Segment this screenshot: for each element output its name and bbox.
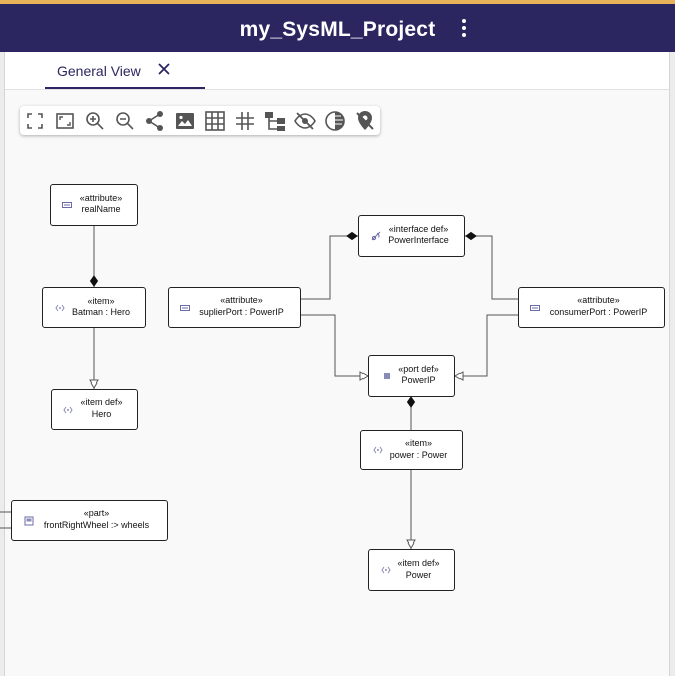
unpin-icon[interactable] (353, 109, 377, 133)
node-name: Hero (91, 409, 112, 419)
export-image-icon[interactable] (173, 109, 197, 133)
node-name: Power (405, 570, 432, 580)
node-stereotype: «attribute» (577, 295, 620, 305)
part-icon (24, 516, 34, 525)
zoom-out-icon[interactable] (113, 109, 137, 133)
grid-icon[interactable] (203, 109, 227, 133)
edge-suplierport-powerip (301, 314, 369, 377)
left-panel-edge[interactable] (0, 52, 5, 676)
node-name: realName (81, 204, 121, 214)
edge-wheel-offscreen (0, 511, 12, 529)
tab-general-view[interactable]: General View (45, 52, 205, 89)
node-stereotype: «interface def» (388, 224, 449, 234)
edge-consumerport-interface (465, 235, 518, 300)
app-header: my_SysML_Project (0, 0, 675, 52)
arrange-layout-icon[interactable] (263, 109, 287, 133)
node-powerip[interactable]: «port def» PowerIP (368, 355, 455, 397)
node-stereotype: «attribute» (220, 295, 263, 305)
fit-to-screen-icon[interactable] (23, 109, 47, 133)
share-icon[interactable] (143, 109, 167, 133)
node-stereotype: «item» (404, 438, 432, 448)
edge-consumerport-powerip (454, 314, 518, 377)
node-name: PowerIP (401, 375, 436, 385)
node-frontrightwheel[interactable]: «part» frontRightWheel :> wheels (11, 500, 168, 541)
node-stereotype: «port def» (398, 364, 439, 374)
contrast-icon[interactable] (323, 109, 347, 133)
zoom-in-icon[interactable] (83, 109, 107, 133)
node-stereotype: «item def» (397, 558, 440, 568)
node-stereotype: «item» (87, 296, 115, 306)
node-stereotype: «attribute» (79, 193, 123, 203)
node-power-item[interactable]: «item» power : Power (360, 430, 463, 470)
node-stereotype: «item def» (80, 397, 123, 407)
node-power-def[interactable]: «item def» Power (368, 549, 455, 591)
attribute-icon (62, 202, 72, 208)
node-batman[interactable]: «item» Batman : Hero (42, 287, 146, 328)
fit-selection-icon[interactable] (53, 109, 77, 133)
node-consumerport[interactable]: «attribute» consumerPort : PowerIP (518, 287, 665, 328)
tab-bar: General View (5, 52, 669, 90)
snap-grid-icon[interactable] (233, 109, 257, 133)
node-name: PowerInterface (388, 235, 449, 245)
item-icon (373, 446, 383, 454)
item-def-icon (63, 406, 73, 413)
attribute-icon (530, 304, 540, 311)
attribute-icon (180, 304, 190, 311)
node-powerinterface[interactable]: «interface def» PowerInterface (358, 215, 465, 257)
item-icon (55, 304, 65, 311)
more-options-icon[interactable] (456, 18, 472, 40)
node-name: consumerPort : PowerIP (549, 307, 648, 317)
close-icon[interactable] (155, 60, 173, 78)
node-name: Batman : Hero (71, 307, 131, 317)
interface-def-icon (371, 231, 381, 241)
node-hero[interactable]: «item def» Hero (51, 389, 138, 430)
node-name: suplierPort : PowerIP (199, 307, 284, 317)
hide-icon[interactable] (293, 109, 317, 133)
app-title: my_SysML_Project (239, 18, 436, 41)
node-suplierport[interactable]: «attribute» suplierPort : PowerIP (168, 287, 301, 328)
node-name: power : Power (389, 450, 448, 460)
port-def-icon (384, 373, 390, 379)
diagram-toolbar (20, 106, 380, 135)
tab-label: General View (57, 63, 141, 79)
right-panel-edge[interactable] (669, 52, 675, 676)
item-def-icon (381, 566, 391, 574)
node-name: frontRightWheel :> wheels (43, 520, 150, 530)
node-stereotype: «part» (83, 508, 110, 518)
node-realname[interactable]: «attribute» realName (50, 184, 138, 226)
edge-suplierport-interface (301, 235, 358, 300)
